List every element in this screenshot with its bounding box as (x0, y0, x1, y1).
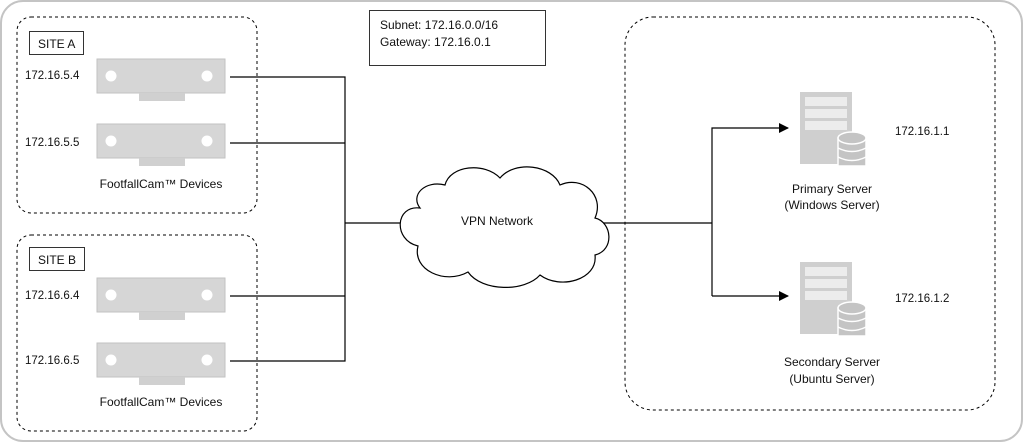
site-a-caption: FootfallCam™ Devices (99, 177, 223, 191)
device-icon (96, 58, 226, 101)
primary-server-ip: 172.16.1.1 (895, 126, 950, 138)
secondary-server-name: Secondary Server (783, 355, 881, 369)
site-a-title: SITE A (29, 31, 85, 55)
server-container (624, 16, 996, 411)
device-icon (96, 277, 226, 320)
device-ip: 172.16.5.4 (25, 70, 80, 82)
vpn-network-label: VPN Network (460, 214, 534, 228)
gateway-label: Gateway: 172.16.0.1 (380, 35, 491, 49)
device-ip: 172.16.6.5 (25, 355, 80, 367)
subnet-label: Subnet: 172.16.0.0/16 (380, 18, 499, 32)
device-ip: 172.16.5.5 (25, 137, 80, 149)
secondary-server-type: (Ubuntu Server) (789, 372, 875, 386)
left-connectors (230, 76, 410, 362)
device-icon (96, 342, 226, 385)
server-icon (800, 92, 867, 167)
site-b-title: SITE B (29, 247, 86, 271)
site-b-caption: FootfallCam™ Devices (99, 395, 223, 409)
right-connectors (595, 123, 789, 301)
server-icon (800, 262, 867, 337)
device-ip: 172.16.6.4 (25, 290, 80, 302)
secondary-server-ip: 172.16.1.2 (895, 293, 950, 305)
primary-server-type: (Windows Server) (784, 198, 880, 212)
subnet-info-box: Subnet: 172.16.0.0/16 Gateway: 172.16.0.… (369, 10, 546, 66)
vpn-cloud-icon (399, 166, 610, 288)
site-a-container (16, 16, 258, 214)
primary-server-name: Primary Server (791, 182, 873, 196)
site-b-container (16, 234, 258, 432)
device-icon (96, 123, 226, 166)
